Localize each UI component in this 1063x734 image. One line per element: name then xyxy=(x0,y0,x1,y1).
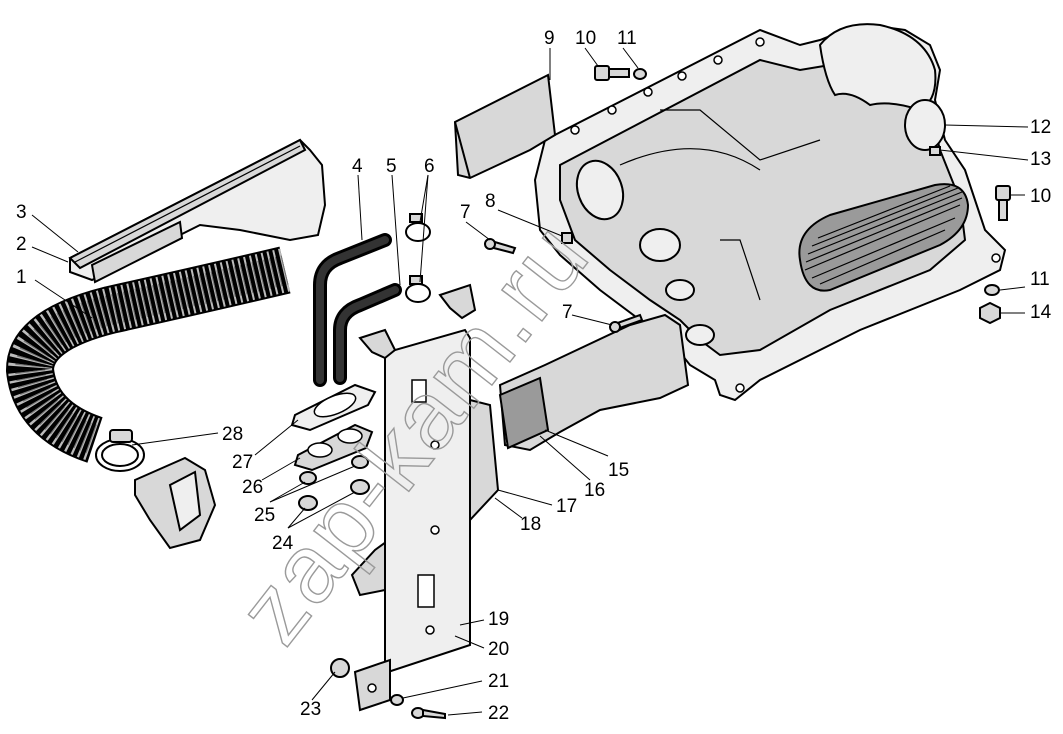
leader-lines xyxy=(31,47,1029,716)
callout-11b: 11 xyxy=(1030,269,1050,290)
callout-1: 1 xyxy=(16,267,27,288)
callout-10b: 10 xyxy=(1030,186,1051,207)
callout-14: 14 xyxy=(1030,302,1052,323)
callout-4: 4 xyxy=(352,156,363,177)
small-clamps xyxy=(405,213,431,303)
callout-18: 18 xyxy=(520,514,541,535)
callout-10a: 10 xyxy=(575,28,596,49)
callout-20: 20 xyxy=(488,639,509,660)
hose-clamp-and-nozzle xyxy=(95,429,217,550)
callout-19: 19 xyxy=(488,609,509,630)
callout-labels: 1 2 3 4 5 6 7 7 8 9 10 10 11 11 12 13 14… xyxy=(16,28,1052,724)
callout-13: 13 xyxy=(1030,149,1051,170)
callout-7b: 7 xyxy=(562,302,573,323)
callout-6: 6 xyxy=(424,156,435,177)
callout-26: 26 xyxy=(242,477,263,498)
callout-12: 12 xyxy=(1030,117,1051,138)
callout-28: 28 xyxy=(222,424,243,445)
callout-27: 27 xyxy=(232,452,253,473)
callout-9: 9 xyxy=(544,28,555,49)
callout-22: 22 xyxy=(488,703,509,724)
callout-21: 21 xyxy=(488,671,509,692)
callout-11a: 11 xyxy=(617,28,637,49)
air-channel xyxy=(68,138,327,284)
callout-24: 24 xyxy=(272,533,294,554)
callout-5: 5 xyxy=(386,156,397,177)
part-9-bracket xyxy=(453,73,557,180)
heater-housing xyxy=(533,23,1007,402)
callout-16: 16 xyxy=(584,480,605,501)
callout-3: 3 xyxy=(16,202,27,223)
callout-8: 8 xyxy=(485,191,496,212)
callout-7a: 7 xyxy=(460,202,471,223)
nuts-and-washers xyxy=(298,455,370,511)
callout-2: 2 xyxy=(16,234,27,255)
hardware xyxy=(330,65,1011,720)
mount-bracket xyxy=(353,283,477,712)
rubber-hoses xyxy=(313,233,402,387)
callout-15: 15 xyxy=(608,460,629,481)
gaskets xyxy=(290,383,377,472)
callout-17: 17 xyxy=(556,496,577,517)
callout-25: 25 xyxy=(254,505,275,526)
radiator-core xyxy=(798,183,970,292)
corrugated-hose xyxy=(5,246,291,463)
callout-23: 23 xyxy=(300,699,321,720)
